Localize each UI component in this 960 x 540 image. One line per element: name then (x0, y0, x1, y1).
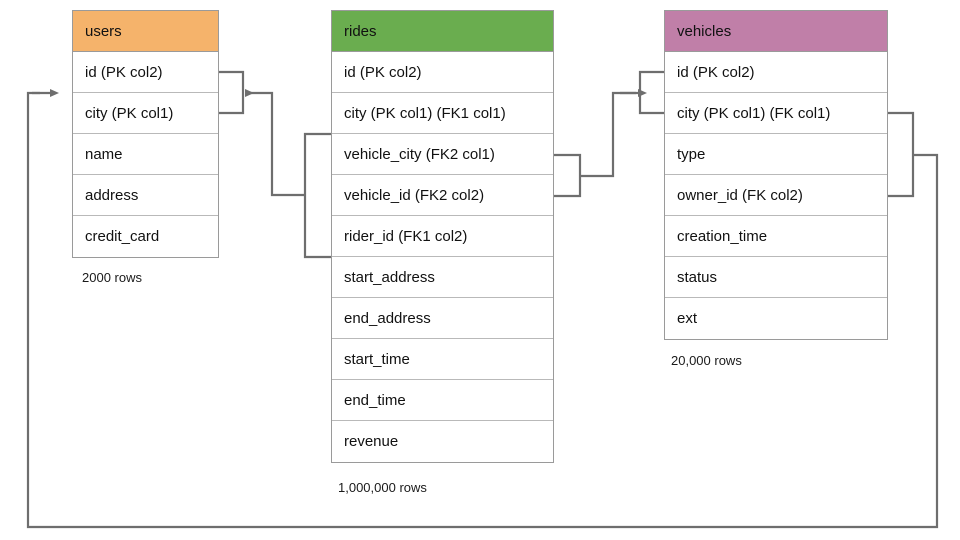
table-vehicles-column-city[interactable]: city (PK col1) (FK col1) (665, 93, 887, 134)
table-rides-column-rider-id[interactable]: rider_id (FK1 col2) (332, 216, 553, 257)
table-users-column-city[interactable]: city (PK col1) (73, 93, 218, 134)
table-users-title: users (73, 11, 218, 52)
table-rides-title: rides (332, 11, 553, 52)
table-users-column-name[interactable]: name (73, 134, 218, 175)
table-vehicles-column-creation-time[interactable]: creation_time (665, 216, 887, 257)
table-vehicles[interactable]: vehicles id (PK col2) city (PK col1) (FK… (664, 10, 888, 340)
table-rides-column-vehicle-id[interactable]: vehicle_id (FK2 col2) (332, 175, 553, 216)
table-vehicles-column-id[interactable]: id (PK col2) (665, 52, 887, 93)
table-vehicles-column-ext[interactable]: ext (665, 298, 887, 339)
table-users[interactable]: users id (PK col2) city (PK col1) name a… (72, 10, 219, 258)
table-rides-column-city[interactable]: city (PK col1) (FK1 col1) (332, 93, 553, 134)
table-vehicles-column-status[interactable]: status (665, 257, 887, 298)
table-rides-column-end-time[interactable]: end_time (332, 380, 553, 421)
table-rides[interactable]: rides id (PK col2) city (PK col1) (FK1 c… (331, 10, 554, 463)
table-rides-column-id[interactable]: id (PK col2) (332, 52, 553, 93)
table-rides-column-start-time[interactable]: start_time (332, 339, 553, 380)
table-vehicles-column-owner-id[interactable]: owner_id (FK col2) (665, 175, 887, 216)
table-users-column-address[interactable]: address (73, 175, 218, 216)
table-vehicles-row-count: 20,000 rows (671, 353, 742, 368)
table-rides-row-count: 1,000,000 rows (338, 480, 427, 495)
table-rides-column-end-address[interactable]: end_address (332, 298, 553, 339)
table-rides-column-vehicle-city[interactable]: vehicle_city (FK2 col1) (332, 134, 553, 175)
edge-rides-to-vehicles (554, 70, 664, 198)
table-users-column-id[interactable]: id (PK col2) (73, 52, 218, 93)
table-rides-column-revenue[interactable]: revenue (332, 421, 553, 462)
table-rides-column-start-address[interactable]: start_address (332, 257, 553, 298)
edge-rides-to-users (219, 70, 331, 259)
table-vehicles-column-type[interactable]: type (665, 134, 887, 175)
table-vehicles-title: vehicles (665, 11, 887, 52)
table-users-column-credit-card[interactable]: credit_card (73, 216, 218, 257)
table-users-row-count: 2000 rows (82, 270, 142, 285)
